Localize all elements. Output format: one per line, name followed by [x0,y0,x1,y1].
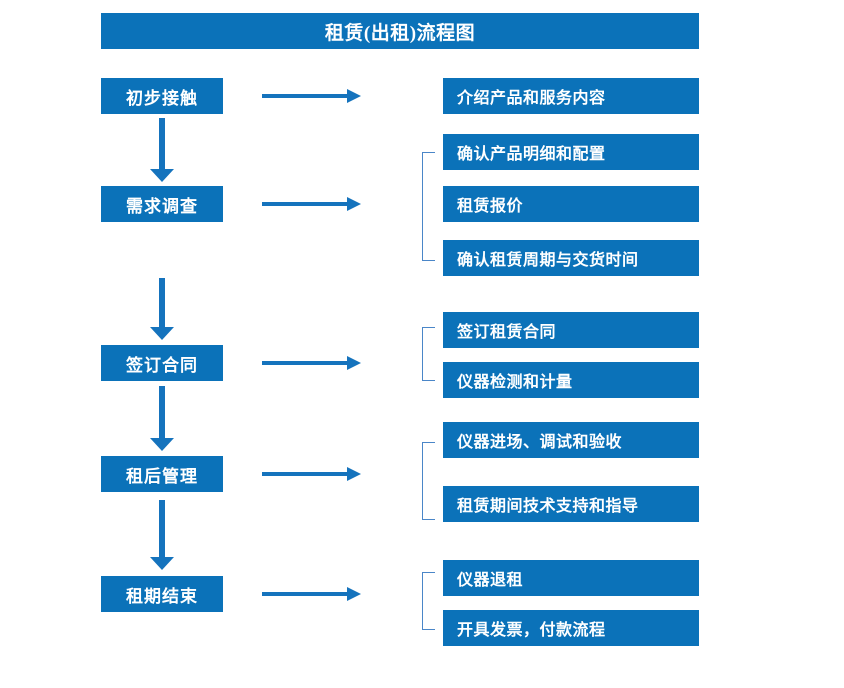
stage-box-2[interactable]: 需求调查 [101,186,223,222]
detail-box-2[interactable]: 确认产品明细和配置 [443,134,699,170]
stage-connector-arrow-1 [150,118,174,182]
detail-box-7[interactable]: 仪器进场、调试和验收 [443,422,699,458]
detail-arrow-1 [262,88,361,104]
detail-arrow-4 [262,466,361,482]
group-bracket-contract [422,327,435,381]
detail-arrow-3 [262,355,361,371]
detail-arrow-2 [262,196,361,212]
stage-box-3[interactable]: 签订合同 [101,345,223,381]
detail-box-9[interactable]: 仪器退租 [443,560,699,596]
detail-box-3[interactable]: 租赁报价 [443,186,699,222]
stage-connector-arrow-3 [150,386,174,451]
detail-arrow-5 [262,586,361,602]
detail-box-6[interactable]: 仪器检测和计量 [443,362,699,398]
group-bracket-needs [422,152,435,261]
detail-box-8[interactable]: 租赁期间技术支持和指导 [443,486,699,522]
group-bracket-end [422,572,435,630]
detail-box-10[interactable]: 开具发票，付款流程 [443,610,699,646]
stage-connector-arrow-4 [150,500,174,570]
detail-box-5[interactable]: 签订租赁合同 [443,312,699,348]
stage-box-4[interactable]: 租后管理 [101,456,223,492]
stage-box-5[interactable]: 租期结束 [101,576,223,612]
detail-box-4[interactable]: 确认租赁周期与交货时间 [443,240,699,276]
chart-title: 租赁(出租)流程图 [101,13,699,49]
group-bracket-management [422,442,435,520]
detail-box-1[interactable]: 介绍产品和服务内容 [443,78,699,114]
stage-box-1[interactable]: 初步接触 [101,78,223,114]
stage-connector-arrow-2 [150,278,174,340]
